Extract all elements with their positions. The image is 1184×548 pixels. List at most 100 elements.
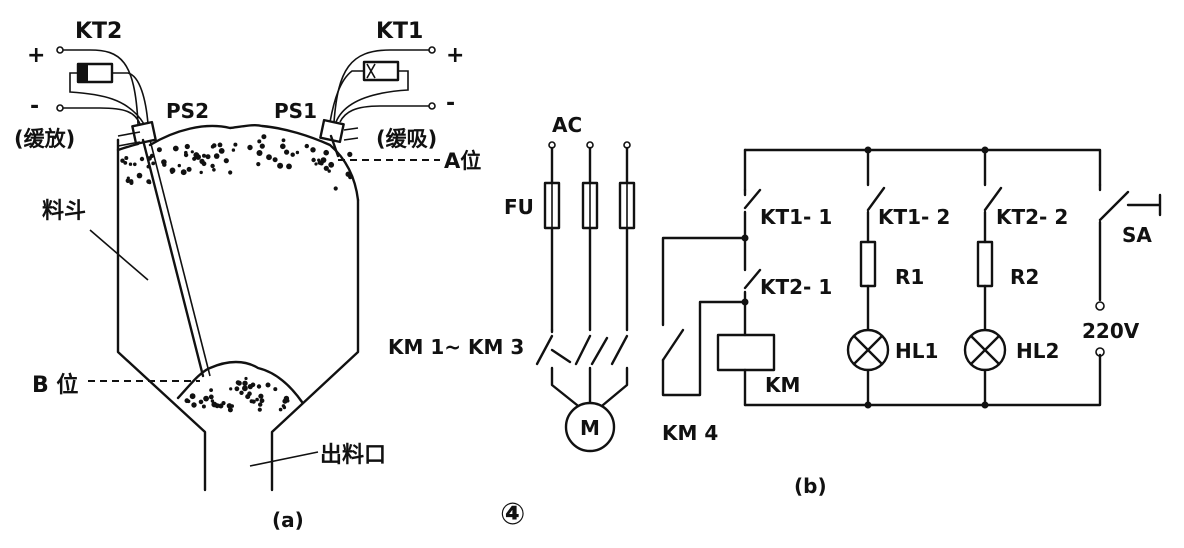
material-dot <box>124 156 129 160</box>
material-dot <box>146 179 152 185</box>
material-dot <box>283 395 290 402</box>
label-fu: FU <box>504 195 534 219</box>
km-coil <box>716 333 776 372</box>
material-dot <box>251 399 256 404</box>
material-dot <box>257 407 262 412</box>
probe-ps2-head <box>131 120 157 146</box>
material-dot <box>199 170 203 175</box>
material-dot <box>290 152 295 157</box>
material-dot <box>212 168 216 172</box>
material-dot <box>180 169 187 176</box>
material-dot <box>210 163 215 169</box>
hopper-leader <box>89 229 149 281</box>
label-hopper: 料斗 <box>42 199 86 224</box>
material-dot <box>250 382 256 388</box>
wire-kt1-c <box>329 70 409 123</box>
caption-a: (a) <box>272 508 304 532</box>
material-dot <box>247 391 252 397</box>
material-dot <box>139 156 145 162</box>
figure-number: ④ <box>500 497 525 532</box>
material-dot <box>218 403 224 409</box>
label-pos-a: A位 <box>444 149 481 173</box>
material-dot <box>210 399 215 403</box>
material-dot <box>226 403 233 409</box>
material-dot <box>256 162 261 167</box>
hopper-figure: KT2 KT1 + - + - PS2 PS1 (缓放) (缓吸) A位 料斗 … <box>14 19 481 532</box>
material-dot <box>259 398 265 404</box>
material-dot <box>239 390 244 395</box>
material-dot <box>261 134 267 140</box>
material-dot <box>277 162 284 169</box>
material-dot <box>156 147 162 153</box>
motor-circle <box>564 401 616 453</box>
label-outlet: 出料口 <box>320 443 386 468</box>
label-kt1-2: KT1- 2 <box>878 205 950 229</box>
label-plus-right: + <box>446 43 464 68</box>
material-dot <box>310 147 316 153</box>
material-dot <box>258 402 263 407</box>
material-dot <box>218 148 225 154</box>
material-dot <box>281 404 286 408</box>
material-dot <box>177 163 181 168</box>
branch-hl1-wire <box>866 148 886 407</box>
lamp-hl2-cross <box>969 334 1001 366</box>
material-dot <box>214 403 220 409</box>
material-dot <box>227 407 233 413</box>
material-dot <box>202 153 206 158</box>
outlet-leader <box>249 451 319 467</box>
material-dot <box>256 150 263 156</box>
material-dot <box>123 161 128 165</box>
lamp-hl2 <box>963 328 1007 372</box>
label-hl1: HL1 <box>895 339 938 363</box>
material-dot <box>136 172 143 179</box>
km1-contact <box>535 328 554 366</box>
material-dot <box>172 145 179 152</box>
label-motor: M <box>580 416 600 440</box>
material-dot <box>190 150 194 154</box>
label-kt2: KT2 <box>75 19 122 44</box>
label-kt2-1: KT2- 1 <box>760 275 832 299</box>
label-pos-b: B 位 <box>32 372 78 398</box>
material-dot <box>170 170 174 174</box>
sa-switch <box>1098 183 1130 302</box>
probe-ps2-rod-inner <box>149 139 211 377</box>
material-pile-bottom <box>176 360 304 404</box>
wire-kt2-b <box>63 107 141 125</box>
km3-contact <box>610 334 629 366</box>
material-dot <box>247 144 253 151</box>
wire-kt2-c <box>69 72 149 125</box>
material-dot <box>191 402 197 408</box>
top-bus <box>743 148 1102 187</box>
material-dot <box>258 393 264 399</box>
material-dot <box>280 143 286 150</box>
material-dot <box>125 178 131 184</box>
material-dot <box>228 170 233 175</box>
mains-line-1 <box>550 146 579 407</box>
material-dot <box>151 161 156 166</box>
km4-contact <box>661 328 685 362</box>
material-dot <box>161 159 167 165</box>
label-kt1: KT1 <box>376 19 423 44</box>
label-plus-left: + <box>27 43 45 68</box>
relay-kt1 <box>362 60 400 82</box>
material-dot <box>323 149 330 156</box>
material-dot <box>208 394 214 400</box>
material-dot <box>213 153 220 159</box>
terminal-minus-right <box>428 102 436 110</box>
probe-ps2-rod <box>141 138 205 378</box>
probe-ps1-mount <box>343 127 359 141</box>
material-dot <box>233 142 238 147</box>
probe-ps2-mount <box>117 131 141 147</box>
label-km: KM <box>765 373 800 397</box>
branch-km-wire <box>743 148 762 407</box>
label-kt2-2: KT2- 2 <box>996 205 1068 229</box>
label-ps1: PS1 <box>274 99 317 123</box>
relay-kt1-mark <box>366 63 376 79</box>
bottom-bus <box>743 353 1102 407</box>
lamp-hl1 <box>846 328 890 372</box>
material-dot <box>189 393 196 400</box>
material-dot <box>205 154 211 160</box>
material-pile-top <box>148 123 360 202</box>
material-dot <box>242 380 248 386</box>
label-sa: SA <box>1122 223 1152 247</box>
